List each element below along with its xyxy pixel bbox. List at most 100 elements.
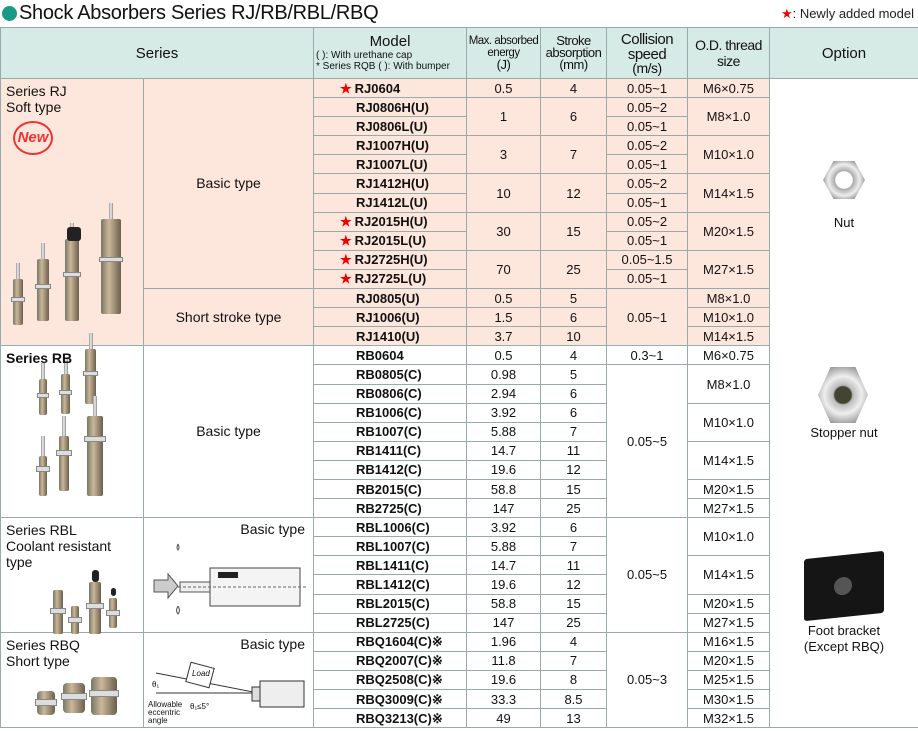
thread-cell: M14×1.5	[687, 440, 770, 480]
model-cell: RB1411(C)	[313, 440, 467, 461]
nut-label: Nut	[833, 215, 855, 230]
thread-cell: M8×1.0	[687, 364, 770, 404]
energy-cell: 5.88	[466, 536, 541, 557]
energy-cell: 0.98	[466, 364, 541, 385]
model-cell: RB0806(C)	[313, 383, 467, 404]
speed-cell: 0.05~3	[606, 631, 688, 729]
thread-cell: M16×1.5	[687, 631, 770, 652]
speed-cell: 0.3~1	[606, 345, 688, 366]
table-row: ★RJ2725L(U)0.05~1	[1, 268, 918, 290]
model-cell: RJ1412H(U)	[313, 173, 467, 194]
foot-bracket-label: Foot bracket(Except RBQ)	[803, 623, 885, 654]
type-cell: Basic type	[143, 77, 314, 290]
theta-label: θ₁	[152, 679, 160, 689]
stroke-cell: 10	[540, 326, 607, 347]
new-star-icon: ★	[340, 80, 352, 96]
stroke-cell: 5	[540, 288, 607, 309]
speed-cell: 0.05~2	[606, 135, 688, 156]
model-cell: RBL1007(C)	[313, 536, 467, 557]
thread-cell: M20×1.5	[687, 478, 770, 500]
model-cell: ★RJ2015L(U)	[313, 230, 467, 251]
model-cell: RBQ2508(C)※	[313, 669, 467, 691]
thread-cell: M8×1.0	[687, 288, 770, 309]
angle-condition: θ₁≤5°	[190, 701, 210, 711]
speed-cell: 0.05~1	[606, 230, 688, 251]
energy-cell: 3.92	[466, 517, 541, 538]
series-label: Coolant resistant	[6, 538, 112, 555]
type-cell: Basic type	[143, 345, 314, 519]
energy-cell: 0.5	[466, 288, 541, 309]
star-icon: ★	[780, 6, 793, 21]
stroke-cell: 8.5	[540, 688, 607, 710]
energy-cell: 1.96	[466, 631, 541, 652]
stroke-cell: 6	[540, 307, 607, 328]
energy-cell: 19.6	[466, 669, 541, 691]
model-cell: RJ1007H(U)	[313, 135, 467, 156]
stroke-cell: 25	[540, 249, 607, 290]
energy-cell: 1	[466, 97, 541, 137]
stopper-nut-label: Stopper nut	[810, 425, 878, 440]
thread-cell: M25×1.5	[687, 669, 770, 691]
series-label: Soft type	[6, 99, 62, 115]
product-photo	[1, 346, 144, 518]
thread-cell: M20×1.5	[687, 211, 770, 251]
energy-cell: 3.92	[466, 402, 541, 423]
stroke-cell: 25	[540, 498, 607, 519]
energy-cell: 0.5	[466, 77, 541, 99]
model-cell: RBQ3009(C)※	[313, 688, 467, 710]
speed-cell: 0.05~1.5	[606, 249, 688, 270]
stroke-cell: 4	[540, 631, 607, 652]
energy-cell: 2.94	[466, 383, 541, 404]
speed-cell: 0.05~1	[606, 154, 688, 175]
speed-cell: 0.05~1	[606, 77, 688, 99]
energy-cell: 14.7	[466, 555, 541, 576]
coolant-diagram	[153, 543, 306, 615]
stroke-cell: 4	[540, 77, 607, 99]
allowable-label: eccentric	[148, 707, 181, 717]
product-photo	[1, 633, 144, 729]
model-cell: RBL2725(C)	[313, 612, 467, 633]
energy-cell: 58.8	[466, 593, 541, 614]
allowable-label: Allowable	[148, 699, 183, 709]
series-label: Short type	[6, 652, 70, 669]
type-cell: Short stroke type	[143, 288, 314, 347]
stroke-cell: 7	[540, 650, 607, 671]
thread-cell: M32×1.5	[687, 708, 770, 729]
new-star-icon: ★	[340, 252, 352, 268]
stroke-cell: 13	[540, 708, 607, 729]
model-cell: RBL2015(C)	[313, 593, 467, 614]
thread-cell: M20×1.5	[687, 650, 770, 671]
model-cell: RJ0805(U)	[313, 288, 467, 309]
energy-cell: 58.8	[466, 478, 541, 500]
speed-cell: 0.05~1	[606, 192, 688, 213]
stroke-cell: 25	[540, 612, 607, 633]
speed-cell: 0.05~2	[606, 211, 688, 232]
series-cell-rb: Series RB	[0, 345, 144, 519]
thread-cell: M6×0.75	[687, 77, 770, 99]
model-cell: RBQ2007(C)※	[313, 650, 467, 671]
model-cell: ★RJ2725H(U)	[313, 249, 467, 270]
model-cell: RB1412(C)	[313, 459, 467, 480]
thread-cell: M10×1.0	[687, 517, 770, 557]
energy-cell: 0.5	[466, 345, 541, 366]
speed-cell: 0.05~5	[606, 364, 688, 519]
energy-cell: 14.7	[466, 440, 541, 461]
thread-cell: M27×1.5	[687, 498, 770, 519]
spec-table: Series Model( ): With urethane cap* Seri…	[0, 27, 918, 729]
stroke-cell: 4	[540, 345, 607, 366]
energy-cell: 19.6	[466, 574, 541, 595]
model-cell: ★RJ2725L(U)	[313, 268, 467, 290]
thread-cell: M14×1.5	[687, 555, 770, 595]
